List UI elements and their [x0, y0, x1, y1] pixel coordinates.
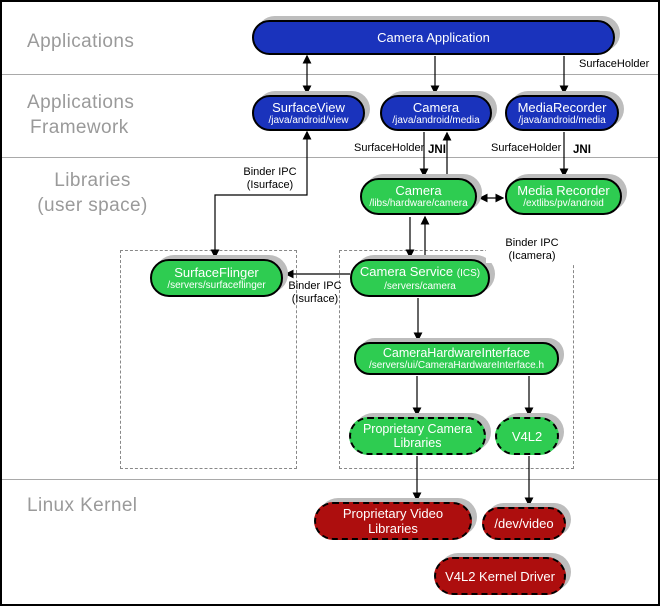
node-surfaceflinger: SurfaceFlinger /servers/surfaceflinger [150, 259, 283, 297]
label-jni-camera: JNI [428, 144, 446, 156]
label-binder-ipc-icamera: Binder IPC (Icamera) [486, 237, 578, 263]
node-camera-application: Camera Application [252, 20, 615, 55]
layer-label-framework: Applications Framework [27, 92, 135, 138]
separator-libraries-kernel [2, 479, 658, 480]
layer-label-applications: Applications [27, 31, 135, 52]
layer-label-libraries: Libraries (user space) [37, 170, 148, 216]
surfaceflinger-group-outline [120, 250, 297, 469]
separator-framework-libraries [2, 157, 658, 158]
label-binder-ipc-isurface-top: Binder IPC (Isurface) [243, 166, 297, 191]
node-camera-java: Camera /java/android/media [380, 95, 492, 131]
label-binder-ipc-isurface-mid: Binder IPC (Isurface) [288, 280, 342, 305]
node-dev-video: /dev/video [482, 507, 566, 540]
node-proprietary-camera-libraries: Proprietary Camera Libraries [349, 417, 486, 455]
layer-label-kernel: Linux Kernel [27, 495, 138, 516]
separator-applications-framework [2, 74, 658, 75]
label-surfaceholder-top: SurfaceHolder [579, 58, 650, 70]
label-surfaceholder-camera: SurfaceHolder [354, 142, 425, 154]
label-surfaceholder-mediarecorder: SurfaceHolder [491, 142, 562, 154]
camera-service-group-outline [339, 250, 574, 469]
node-v4l2: V4L2 [495, 417, 559, 455]
node-v4l2-kernel-driver: V4L2 Kernel Driver [434, 557, 566, 595]
node-surfaceview: SurfaceView /java/android/view [252, 95, 365, 131]
node-camera-service: Camera Service (ICS) /servers/camera [350, 259, 490, 297]
edge-surfaceflinger-surfaceview [210, 130, 312, 259]
node-camera-native: Camera /libs/hardware/camera [360, 178, 477, 215]
node-media-recorder-native: Media Recorder /extlibs/pv/android [505, 178, 622, 215]
label-jni-mediarecorder: JNI [573, 144, 591, 156]
node-proprietary-video-libraries: Proprietary Video Libraries [314, 502, 472, 540]
node-mediarecorder: MediaRecorder /java/android/media [505, 95, 619, 131]
node-camera-hardware-interface: CameraHardwareInterface /servers/ui/Came… [354, 342, 559, 375]
